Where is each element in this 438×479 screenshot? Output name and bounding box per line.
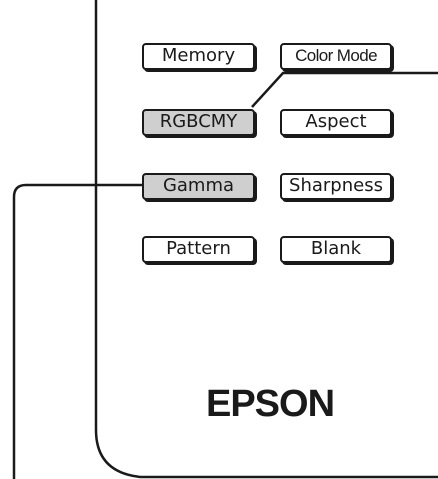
memory-button[interactable]: Memory — [142, 43, 255, 70]
gamma-button[interactable]: Gamma — [142, 173, 255, 200]
rgbcmy-button[interactable]: RGBCMY — [142, 109, 255, 136]
color-mode-button[interactable]: Color Mode — [280, 43, 392, 70]
pattern-button[interactable]: Pattern — [142, 236, 255, 263]
epson-logo: EPSON — [205, 383, 335, 425]
remote-body-outline — [94, 0, 438, 479]
leader-line-gamma — [12, 183, 142, 479]
leader-line-rgbcmy — [251, 71, 438, 108]
aspect-button[interactable]: Aspect — [280, 109, 392, 136]
sharpness-button[interactable]: Sharpness — [280, 173, 392, 200]
blank-button[interactable]: Blank — [280, 236, 392, 263]
